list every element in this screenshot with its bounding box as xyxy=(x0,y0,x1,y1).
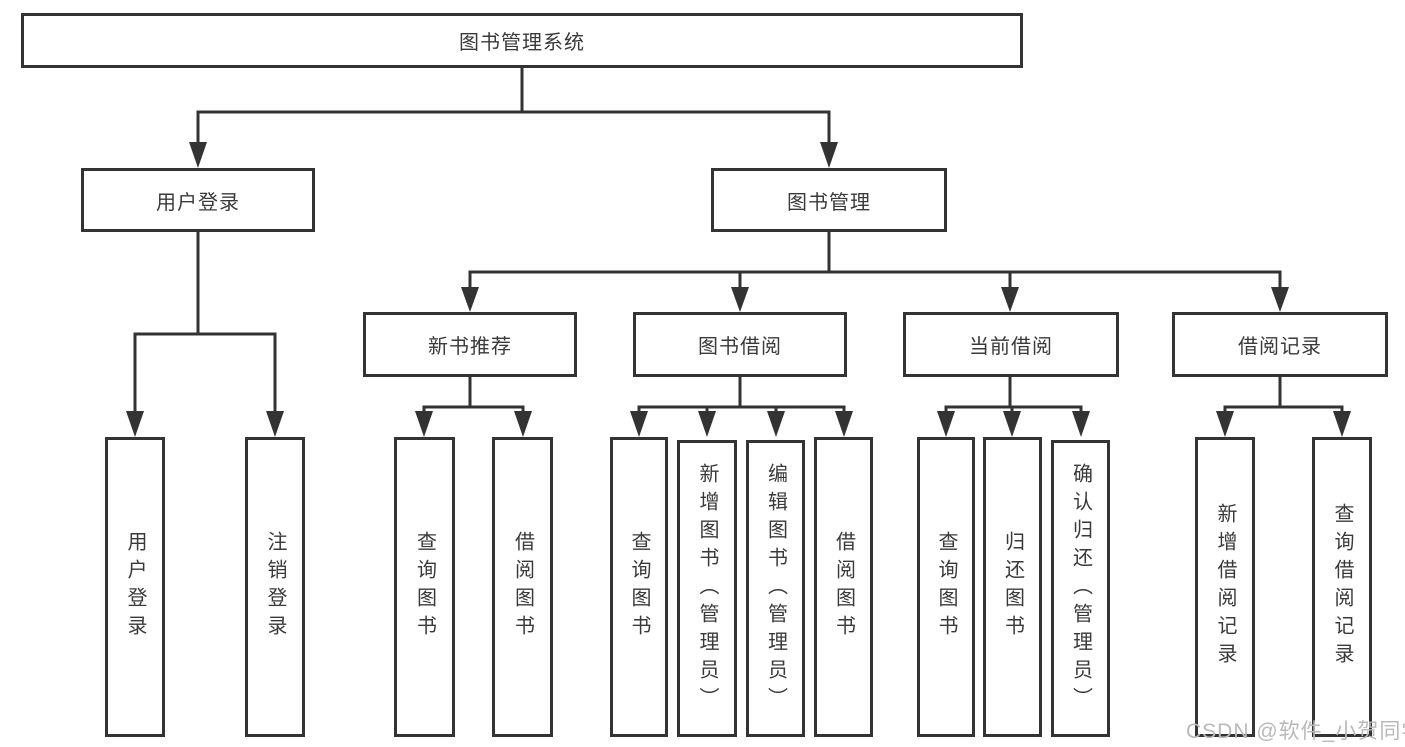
node-leaf-br-add-record: 新增借阅记录 xyxy=(1195,437,1255,737)
node-leaf-logout: 注销登录 xyxy=(245,437,305,737)
connector-user-login-children xyxy=(126,232,284,437)
connector-current-borrow-children xyxy=(937,377,1090,437)
node-leaf-user-login: 用户登录 xyxy=(105,437,165,737)
node-leaf-bb-borrow-books: 借阅图书 xyxy=(814,437,873,737)
node-user-login: 用户登录 xyxy=(81,168,315,232)
node-book-borrow: 图书借阅 xyxy=(633,312,847,377)
node-current-borrow: 当前借阅 xyxy=(903,312,1119,377)
connector-book-borrow-children xyxy=(630,377,853,437)
node-leaf-bb-query-books: 查询图书 xyxy=(610,437,668,737)
node-leaf-nbr-query-books: 查询图书 xyxy=(394,437,455,737)
node-leaf-bb-edit-books-admin: 编辑图书（管理员） xyxy=(746,440,805,737)
node-leaf-cb-query-books: 查询图书 xyxy=(917,437,975,737)
node-leaf-cb-confirm-return-admin: 确认归还（管理员） xyxy=(1051,440,1110,737)
node-borrow-record: 借阅记录 xyxy=(1172,312,1388,377)
connector-new-book-rec-children xyxy=(415,377,532,437)
node-leaf-br-query-record: 查询借阅记录 xyxy=(1312,437,1372,737)
csdn-watermark: CSDN @软件_小贺同学 xyxy=(1186,720,1405,743)
node-root: 图书管理系统 xyxy=(21,13,1023,68)
connector-borrow-record-children xyxy=(1216,377,1351,437)
node-new-book-rec: 新书推荐 xyxy=(363,312,577,377)
node-leaf-cb-return-books: 归还图书 xyxy=(983,437,1042,737)
connector-book-mgmt-children xyxy=(461,232,1289,312)
connector-root-to-level2 xyxy=(189,68,838,168)
node-leaf-nbr-borrow-books: 借阅图书 xyxy=(492,437,553,737)
node-leaf-bb-add-books-admin: 新增图书（管理员） xyxy=(677,440,737,737)
node-book-mgmt: 图书管理 xyxy=(711,168,947,232)
